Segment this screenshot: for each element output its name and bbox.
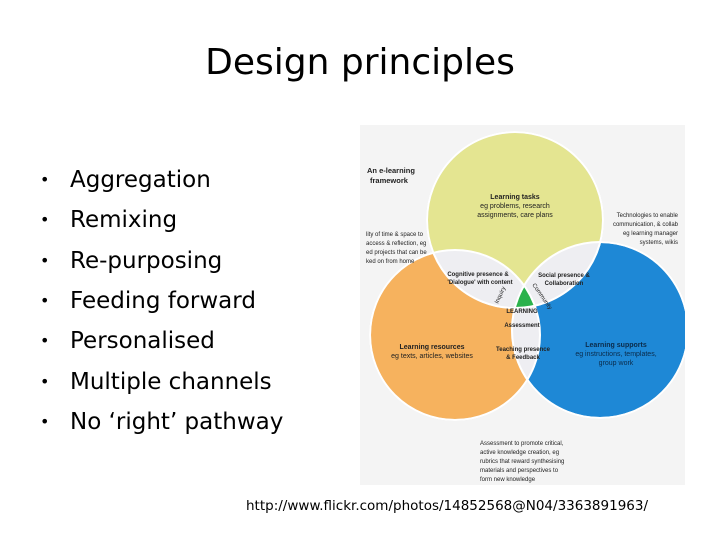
svg-text:form new knowledge: form new knowledge: [480, 477, 536, 483]
svg-text:eg texts, articles, websites: eg texts, articles, websites: [391, 353, 473, 360]
svg-text:eg instructions, templates,: eg instructions, templates,: [575, 351, 656, 358]
svg-text:materials and perspectives to: materials and perspectives to: [480, 468, 559, 474]
bullet-text: No ‘right’ pathway: [70, 408, 284, 435]
bullet-dot-icon: •: [40, 250, 50, 270]
svg-text:'Dialogue' with content: 'Dialogue' with content: [447, 280, 512, 286]
svg-text:ed projects that can be: ed projects that can be: [366, 250, 427, 256]
bullet-item: • Feeding forward: [40, 281, 283, 321]
svg-text:An e-learning: An e-learning: [367, 166, 415, 175]
bullet-text: Remixing: [70, 207, 178, 234]
svg-text:Technologies to enable: Technologies to enable: [617, 213, 679, 219]
right-note: Technologies to enable communication, & …: [613, 213, 679, 246]
svg-text:eg problems, research: eg problems, research: [480, 203, 550, 210]
bullet-text: Multiple channels: [70, 368, 272, 395]
overlap-bottom-text: Teaching presence & Feedback: [496, 347, 551, 361]
bullet-text: Re-purposing: [70, 247, 223, 274]
svg-text:communication, & collab: communication, & collab: [613, 222, 679, 228]
bullet-dot-icon: •: [40, 210, 50, 230]
framework-label: An e-learning framework: [367, 166, 415, 185]
svg-text:Learning tasks: Learning tasks: [490, 194, 540, 201]
svg-text:active knowledge creation, eg: active knowledge creation, eg: [480, 450, 559, 456]
bullet-item: • Multiple channels: [40, 361, 283, 401]
learning-label: LEARNING: [506, 309, 538, 315]
right-circle-text: Learning supports eg instructions, templ…: [575, 342, 656, 367]
svg-text:framework: framework: [370, 176, 409, 185]
bullet-dot-icon: •: [40, 291, 50, 311]
bullet-dot-icon: •: [40, 411, 50, 431]
svg-text:access & reflection, eg: access & reflection, eg: [366, 241, 426, 247]
svg-text:rubrics that reward synthesisi: rubrics that reward synthesising: [480, 459, 564, 465]
svg-text:Learning supports: Learning supports: [585, 342, 647, 349]
bullet-dot-icon: •: [40, 170, 50, 190]
svg-text:Cognitive presence &: Cognitive presence &: [447, 272, 509, 278]
left-circle-text: Learning resources eg texts, articles, w…: [391, 344, 473, 360]
bullet-item: • Re-purposing: [40, 241, 283, 281]
svg-text:Collaboration: Collaboration: [545, 281, 584, 287]
bullet-dot-icon: •: [40, 331, 50, 351]
svg-text:Learning resources: Learning resources: [400, 344, 465, 351]
svg-text:systems, wikis: systems, wikis: [640, 240, 678, 246]
svg-text:& Feedback: & Feedback: [506, 355, 540, 361]
bullet-list: • Aggregation • Remixing • Re-purposing • Fe…: [40, 160, 283, 442]
overlap-top: [427, 242, 603, 308]
elearning-framework-diagram: An e-learning framework Learning tasks e…: [360, 125, 689, 485]
source-link[interactable]: http://www.flickr.com/photos/14852568@N0…: [246, 498, 649, 514]
bullet-item: • Personalised: [40, 321, 283, 361]
svg-text:assignments, care plans: assignments, care plans: [477, 212, 553, 219]
svg-text:ked on from home: ked on from home: [366, 259, 415, 265]
bullet-dot-icon: •: [40, 371, 50, 391]
top-circle-text: Learning tasks eg problems, research ass…: [477, 194, 553, 219]
svg-text:lity of time & space to: lity of time & space to: [366, 232, 424, 238]
bullet-item: • Remixing: [40, 200, 283, 240]
svg-text:Assessment to promote critical: Assessment to promote critical,: [480, 441, 564, 447]
svg-text:Teaching presence: Teaching presence: [496, 347, 551, 353]
slide-title: Design principles: [205, 42, 515, 83]
bullet-text: Personalised: [70, 328, 215, 355]
svg-text:group work: group work: [599, 360, 634, 367]
bottom-note: Assessment to promote critical, active k…: [480, 441, 564, 483]
venn-diagram: An e-learning framework Learning tasks e…: [360, 125, 689, 485]
overlap-top-left-text: Cognitive presence & 'Dialogue' with con…: [447, 272, 512, 286]
bullet-text: Aggregation: [70, 167, 211, 194]
assessment-label: Assessment: [504, 323, 539, 329]
bullet-item: • Aggregation: [40, 160, 283, 200]
left-note: lity of time & space to access & reflect…: [366, 232, 427, 265]
overlap-top-right-text: Social presence & Collaboration: [538, 273, 590, 287]
bullet-text: Feeding forward: [70, 288, 256, 315]
bullet-item: • No ‘right’ pathway: [40, 402, 283, 442]
svg-text:eg learning manager: eg learning manager: [623, 231, 678, 237]
svg-text:Social presence &: Social presence &: [538, 273, 590, 279]
